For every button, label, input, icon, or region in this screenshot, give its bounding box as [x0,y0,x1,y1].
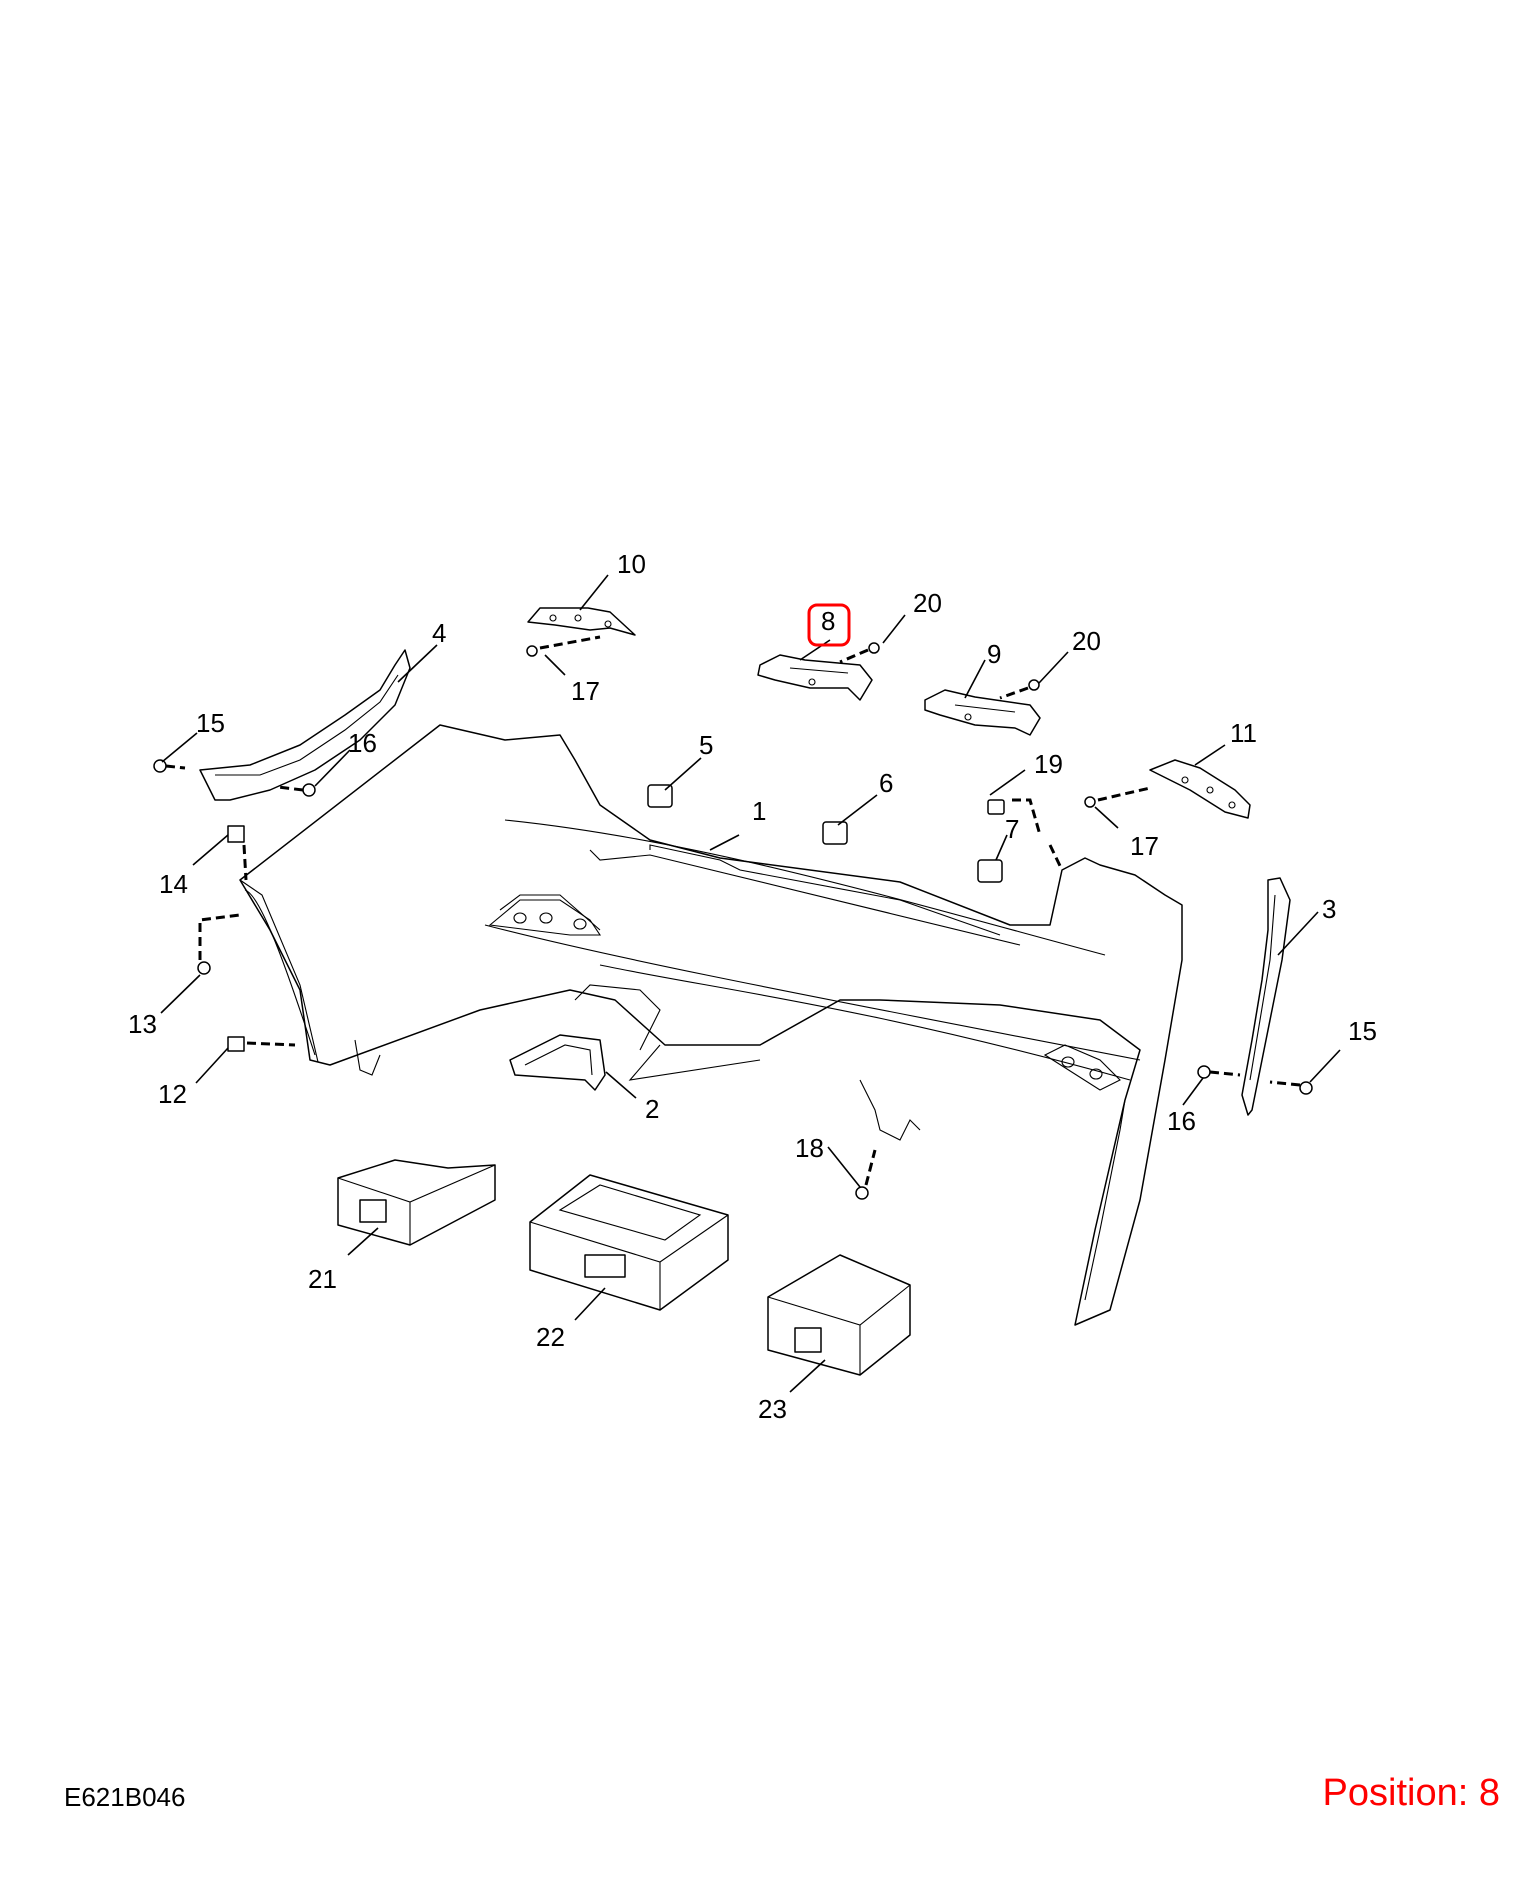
callout-20-center[interactable]: 20 [913,588,942,618]
callout-20-right[interactable]: 20 [1072,626,1101,656]
callout-15-left[interactable]: 15 [196,708,225,738]
position-label: Position: 8 [1322,1772,1500,1814]
module-part-21 [337,1159,496,1246]
bracket-part-11 [1149,759,1251,819]
callout-22[interactable]: 22 [536,1322,565,1352]
side-bracket-part-4 [199,649,411,801]
clip-part-19 [987,799,1005,815]
callout-14[interactable]: 14 [159,869,188,899]
module-part-23 [767,1254,911,1376]
callout-9[interactable]: 9 [987,639,1001,669]
side-bracket-part-3 [1241,877,1291,1116]
callout-19[interactable]: 19 [1034,749,1063,779]
installation-lines [165,635,1301,1186]
callout-8[interactable]: 8 [821,606,835,636]
callout-12[interactable]: 12 [158,1079,187,1109]
leader-lines [160,574,1341,1393]
callout-17-left[interactable]: 17 [571,676,600,706]
clip-part-5 [647,784,673,808]
bracket-part-10 [527,607,636,636]
callout-7[interactable]: 7 [1005,814,1019,844]
callout-17-right[interactable]: 17 [1130,831,1159,861]
callout-5[interactable]: 5 [699,730,713,760]
fasteners [153,642,1313,1200]
module-part-22 [529,1174,729,1311]
center-bracket-part-2 [509,1034,606,1091]
callout-6[interactable]: 6 [879,768,893,798]
bumper-cover [239,724,1183,1326]
callout-15-right[interactable]: 15 [1348,1016,1377,1046]
clip-part-7 [977,859,1003,883]
diagram-code: E621B046 [64,1782,186,1812]
bracket-part-8 [757,654,873,701]
callout-21[interactable]: 21 [308,1264,337,1294]
callout-16-right[interactable]: 16 [1167,1106,1196,1136]
callout-23[interactable]: 23 [758,1394,787,1424]
callout-18[interactable]: 18 [795,1133,824,1163]
bracket-part-9 [924,689,1041,736]
highlight-box-callout-8 [807,603,851,647]
callout-16-left[interactable]: 16 [348,728,377,758]
callout-3[interactable]: 3 [1322,894,1336,924]
callout-13[interactable]: 13 [128,1009,157,1039]
callout-10[interactable]: 10 [617,549,646,579]
clip-part-6 [822,821,848,845]
callout-2[interactable]: 2 [645,1094,659,1124]
callout-labels: 1 2 3 4 5 6 7 8 9 10 11 12 13 14 15 15 1… [128,549,1377,1424]
callout-11[interactable]: 11 [1230,718,1257,748]
callout-1[interactable]: 1 [752,796,766,826]
callout-4[interactable]: 4 [432,618,446,648]
